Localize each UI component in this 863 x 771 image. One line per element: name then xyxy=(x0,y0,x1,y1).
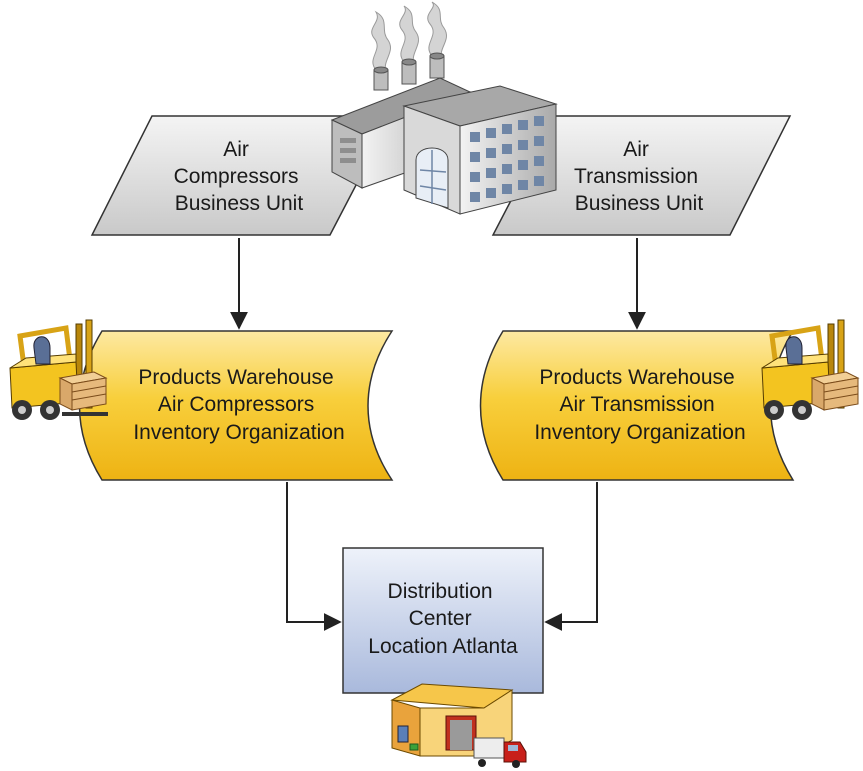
business-unit-label-line: Business Unit xyxy=(575,192,704,215)
business-unit-label-line: Transmission xyxy=(574,165,698,188)
business-unit-label-line: Business Unit xyxy=(175,192,304,215)
inventory-org-label-line: Products Warehouse xyxy=(138,366,333,389)
location-label-line: Center xyxy=(409,607,472,630)
inventory-org-air-transmission: Products Warehouse Air Transmission Inve… xyxy=(479,330,795,481)
svg-text:Products Warehouse Air C: Products Warehouse Air Compressors Inven… xyxy=(133,366,344,444)
inventory-org-label-line: Air Transmission xyxy=(559,393,714,416)
svg-text:Air Compressors Bu: Air Compressors Business Unit xyxy=(174,138,305,215)
svg-text:Products Warehouse Air T: Products Warehouse Air Transmission Inve… xyxy=(534,366,745,444)
svg-text:Air Transmission B: Air Transmission Business Unit xyxy=(574,138,704,215)
inventory-org-air-compressors: Products Warehouse Air Compressors Inven… xyxy=(78,330,394,481)
business-unit-shape xyxy=(90,115,394,236)
business-unit-label-line: Compressors xyxy=(174,165,299,188)
distribution-center-icon xyxy=(390,683,527,768)
business-unit-label-line: Air xyxy=(623,138,649,161)
connectors xyxy=(230,238,646,631)
connector-org-left-to-location xyxy=(286,482,342,631)
inventory-org-label-line: Inventory Organization xyxy=(534,421,745,444)
forklift-icon xyxy=(9,319,108,420)
forklift-icon xyxy=(761,319,860,420)
business-unit-air-transmission: Air Transmission Business Unit xyxy=(491,115,792,236)
location-label-line: Location Atlanta xyxy=(368,635,518,658)
location-distribution-center: Distribution Center Location Atlanta xyxy=(342,547,544,694)
factory-icon xyxy=(330,1,558,215)
business-unit-air-compressors: Air Compressors Business Unit xyxy=(90,115,394,236)
connector-org-right-to-location xyxy=(544,482,598,631)
inventory-org-label-line: Products Warehouse xyxy=(539,366,734,389)
inventory-org-label-line: Air Compressors xyxy=(158,393,314,416)
business-unit-label-line: Air xyxy=(223,138,249,161)
svg-text:Distribution Center: Distribution Center Location Atlanta xyxy=(368,580,518,658)
inventory-org-label-line: Inventory Organization xyxy=(133,421,344,444)
location-label-line: Distribution xyxy=(388,580,493,603)
